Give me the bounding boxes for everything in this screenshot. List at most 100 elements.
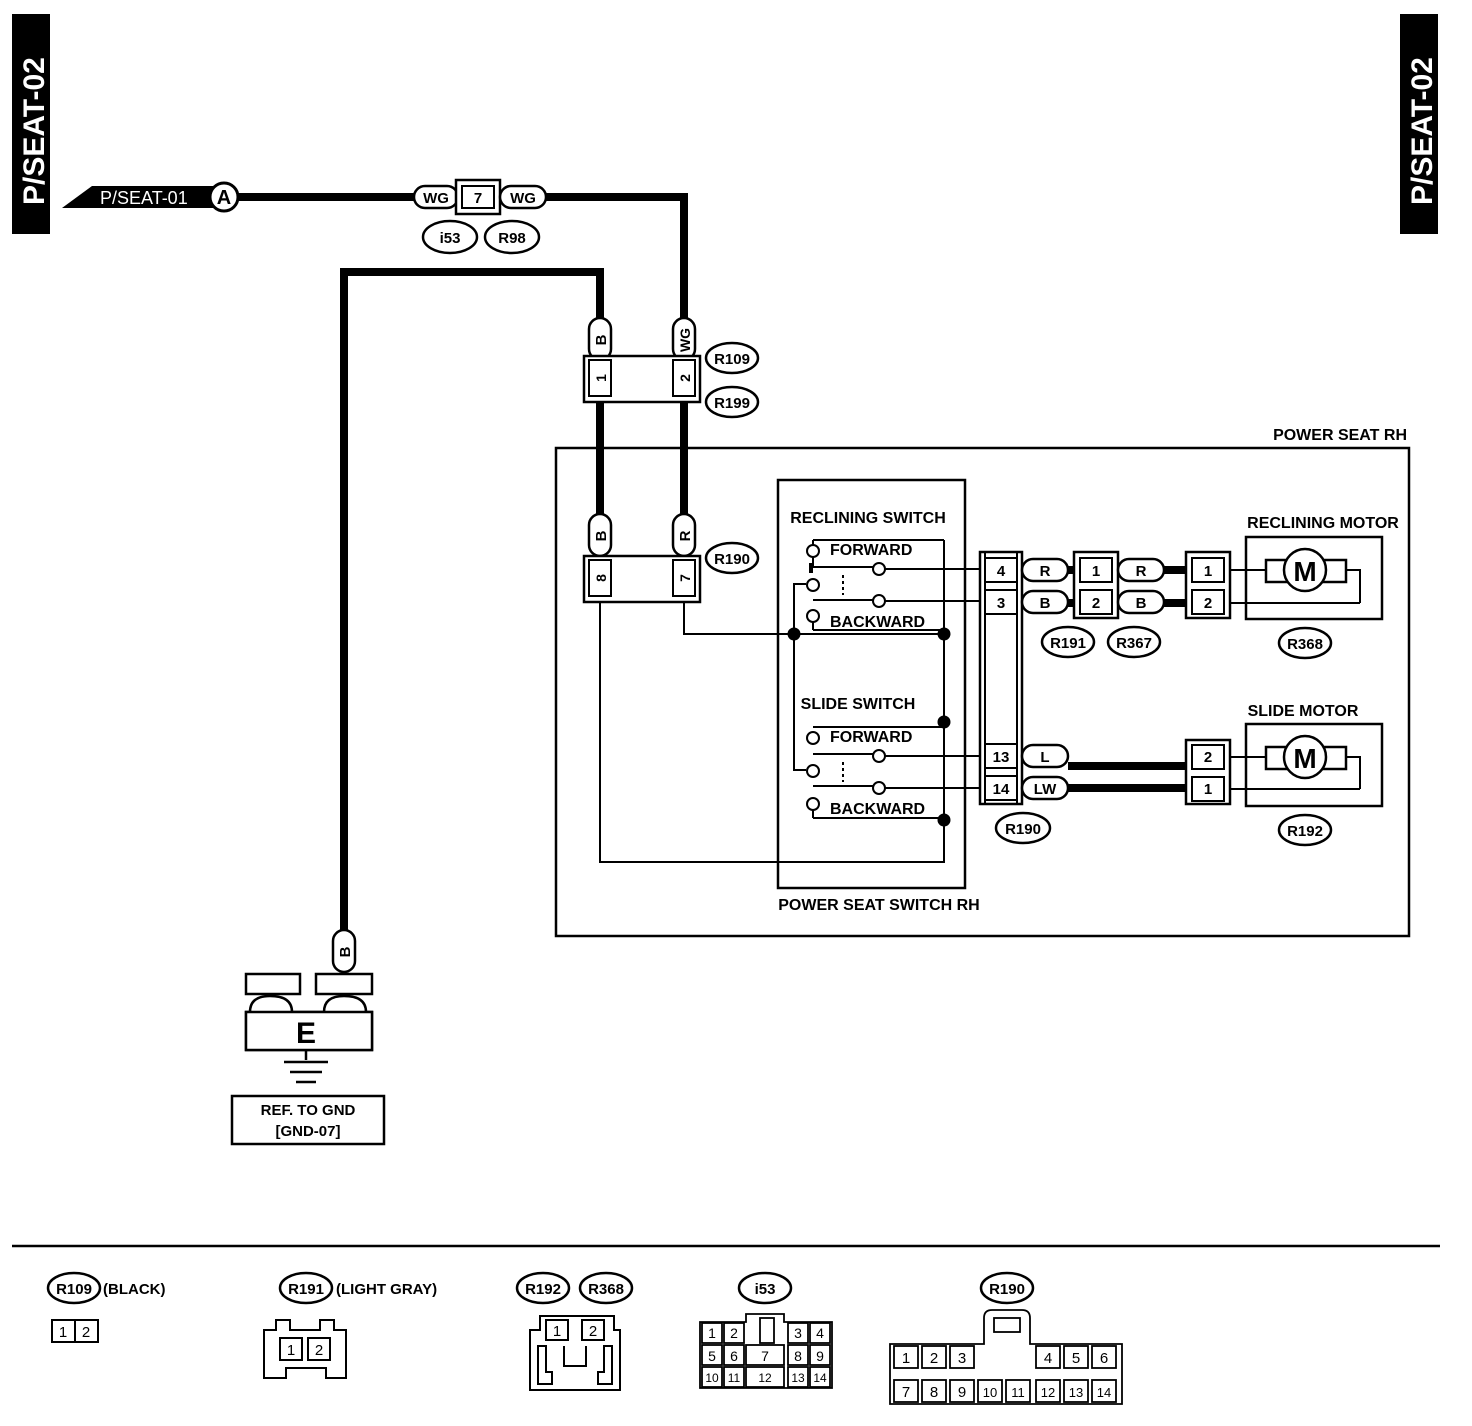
svg-text:R191: R191	[288, 1281, 324, 1298]
legend-r109: R109 (BLACK) 1 2	[46, 1271, 165, 1343]
reclining-motor-chain: R B 1 2 R B 1 2 R191 R367 R368	[1020, 550, 1333, 660]
svg-text:14: 14	[993, 781, 1010, 798]
svg-text:P/SEAT-01: P/SEAT-01	[100, 188, 188, 208]
svg-text:B: B	[337, 946, 354, 957]
svg-text:(BLACK): (BLACK)	[103, 1281, 165, 1298]
svg-text:1: 1	[1092, 563, 1100, 580]
svg-text:POWER SEAT RH: POWER SEAT RH	[1273, 427, 1407, 444]
svg-text:POWER SEAT SWITCH RH: POWER SEAT SWITCH RH	[778, 897, 979, 914]
svg-text:11: 11	[1011, 1385, 1025, 1400]
svg-text:6: 6	[1100, 1350, 1108, 1367]
motor-m-icon	[1282, 734, 1328, 780]
svg-text:1: 1	[1204, 563, 1212, 580]
svg-text:8: 8	[593, 574, 609, 582]
reclining-switch: RECLINING SWITCH FORWARD BACKWARD	[787, 510, 951, 641]
svg-text:2: 2	[1092, 595, 1100, 612]
svg-text:8: 8	[930, 1384, 938, 1401]
page-tag-left: P/SEAT-02	[12, 14, 51, 234]
svg-text:7: 7	[902, 1384, 910, 1401]
svg-text:13: 13	[1069, 1385, 1083, 1400]
svg-text:1: 1	[593, 374, 609, 382]
svg-text:R192: R192	[525, 1281, 561, 1298]
svg-text:P/SEAT-02: P/SEAT-02	[18, 57, 51, 205]
svg-text:L: L	[1040, 749, 1049, 766]
svg-text:1: 1	[1204, 781, 1212, 798]
svg-text:WG: WG	[677, 328, 693, 352]
svg-text:R: R	[677, 530, 694, 541]
svg-text:4: 4	[1044, 1350, 1052, 1367]
svg-text:R: R	[1040, 563, 1051, 580]
ground-point: B E REF. TO GND [GND-07]	[230, 928, 386, 1146]
svg-text:R367: R367	[1116, 635, 1152, 652]
svg-text:B: B	[593, 334, 610, 345]
connector-r190-side: 4 3 13 14 R190	[950, 550, 1052, 845]
svg-text:M: M	[1293, 556, 1316, 587]
svg-text:9: 9	[958, 1384, 966, 1401]
svg-text:FORWARD: FORWARD	[830, 729, 912, 746]
svg-text:R190: R190	[989, 1281, 1025, 1298]
legend-r192-r368: R192 R368 1 2	[515, 1271, 634, 1391]
svg-text:R368: R368	[1287, 636, 1323, 653]
svg-text:R190: R190	[1005, 821, 1041, 838]
svg-text:9: 9	[816, 1348, 824, 1364]
legend-r190: R190 1 2 3 4 5 6 7 8 9 10 11 12 13 14	[889, 1271, 1123, 1405]
svg-text:REF. TO GND: REF. TO GND	[261, 1102, 356, 1119]
svg-text:13: 13	[993, 749, 1010, 766]
slide-motor-chain: L LW 2 1 R192	[1020, 738, 1333, 847]
slide-motor: SLIDE MOTOR M	[1230, 703, 1384, 808]
source-ref-p-seat-01: P/SEAT-01 A	[62, 181, 240, 213]
power-seat-switch-rh: POWER SEAT SWITCH RH	[776, 478, 980, 914]
svg-text:B: B	[1040, 595, 1051, 612]
svg-text:RECLINING SWITCH: RECLINING SWITCH	[790, 510, 946, 527]
svg-text:R368: R368	[588, 1281, 624, 1298]
svg-text:P/SEAT-02: P/SEAT-02	[1406, 57, 1439, 205]
svg-text:7: 7	[761, 1348, 769, 1364]
connector-r109-r199: B WG 1 2 R109 R199	[582, 316, 760, 419]
svg-text:FORWARD: FORWARD	[830, 542, 912, 559]
svg-text:4: 4	[816, 1325, 824, 1341]
svg-text:2: 2	[315, 1342, 323, 1359]
connector-i53-r98: WG 7 WG i53 R98	[412, 178, 548, 255]
svg-text:WG: WG	[423, 190, 449, 207]
svg-text:7: 7	[677, 574, 693, 582]
reclining-motor: RECLINING MOTOR M	[1230, 515, 1399, 621]
svg-text:R192: R192	[1287, 823, 1323, 840]
svg-text:2: 2	[1204, 595, 1212, 612]
svg-text:13: 13	[791, 1371, 805, 1385]
svg-text:1: 1	[287, 1342, 295, 1359]
svg-text:7: 7	[474, 190, 482, 207]
svg-text:(LIGHT GRAY): (LIGHT GRAY)	[336, 1281, 437, 1298]
svg-text:R98: R98	[498, 230, 526, 247]
legend-r191: R191 (LIGHT GRAY) 1 2	[263, 1271, 437, 1379]
svg-text:11: 11	[728, 1371, 741, 1385]
svg-text:LW: LW	[1034, 781, 1057, 798]
svg-text:R: R	[1136, 563, 1147, 580]
svg-text:SLIDE SWITCH: SLIDE SWITCH	[801, 696, 916, 713]
svg-text:M: M	[1293, 743, 1316, 774]
svg-text:1: 1	[553, 1323, 561, 1340]
svg-text:2: 2	[730, 1325, 738, 1341]
svg-text:A: A	[217, 187, 231, 209]
svg-text:2: 2	[677, 374, 693, 382]
svg-text:B: B	[1136, 595, 1147, 612]
svg-text:2: 2	[82, 1324, 90, 1341]
svg-text:B: B	[593, 530, 610, 541]
svg-text:R191: R191	[1050, 635, 1086, 652]
svg-text:R109: R109	[56, 1281, 92, 1298]
svg-text:10: 10	[705, 1371, 719, 1385]
svg-text:8: 8	[794, 1348, 802, 1364]
svg-text:1: 1	[59, 1324, 67, 1341]
svg-text:RECLINING MOTOR: RECLINING MOTOR	[1247, 515, 1399, 532]
slide-switch: SLIDE SWITCH FORWARD BACKWARD	[801, 696, 951, 827]
legend-i53: i53 1 2 3 4 5 6 7 8 9 10 11 12 13 14	[699, 1271, 833, 1389]
svg-text:i53: i53	[440, 230, 461, 247]
svg-text:R109: R109	[714, 351, 750, 368]
svg-text:i53: i53	[755, 1281, 776, 1298]
svg-text:WG: WG	[510, 190, 536, 207]
svg-text:12: 12	[758, 1371, 772, 1385]
svg-text:1: 1	[708, 1325, 716, 1341]
connector-r190-top: B R 8 7 R190	[582, 512, 760, 604]
svg-text:2: 2	[589, 1323, 597, 1340]
svg-text:10: 10	[983, 1385, 997, 1400]
svg-text:SLIDE MOTOR: SLIDE MOTOR	[1248, 703, 1359, 720]
